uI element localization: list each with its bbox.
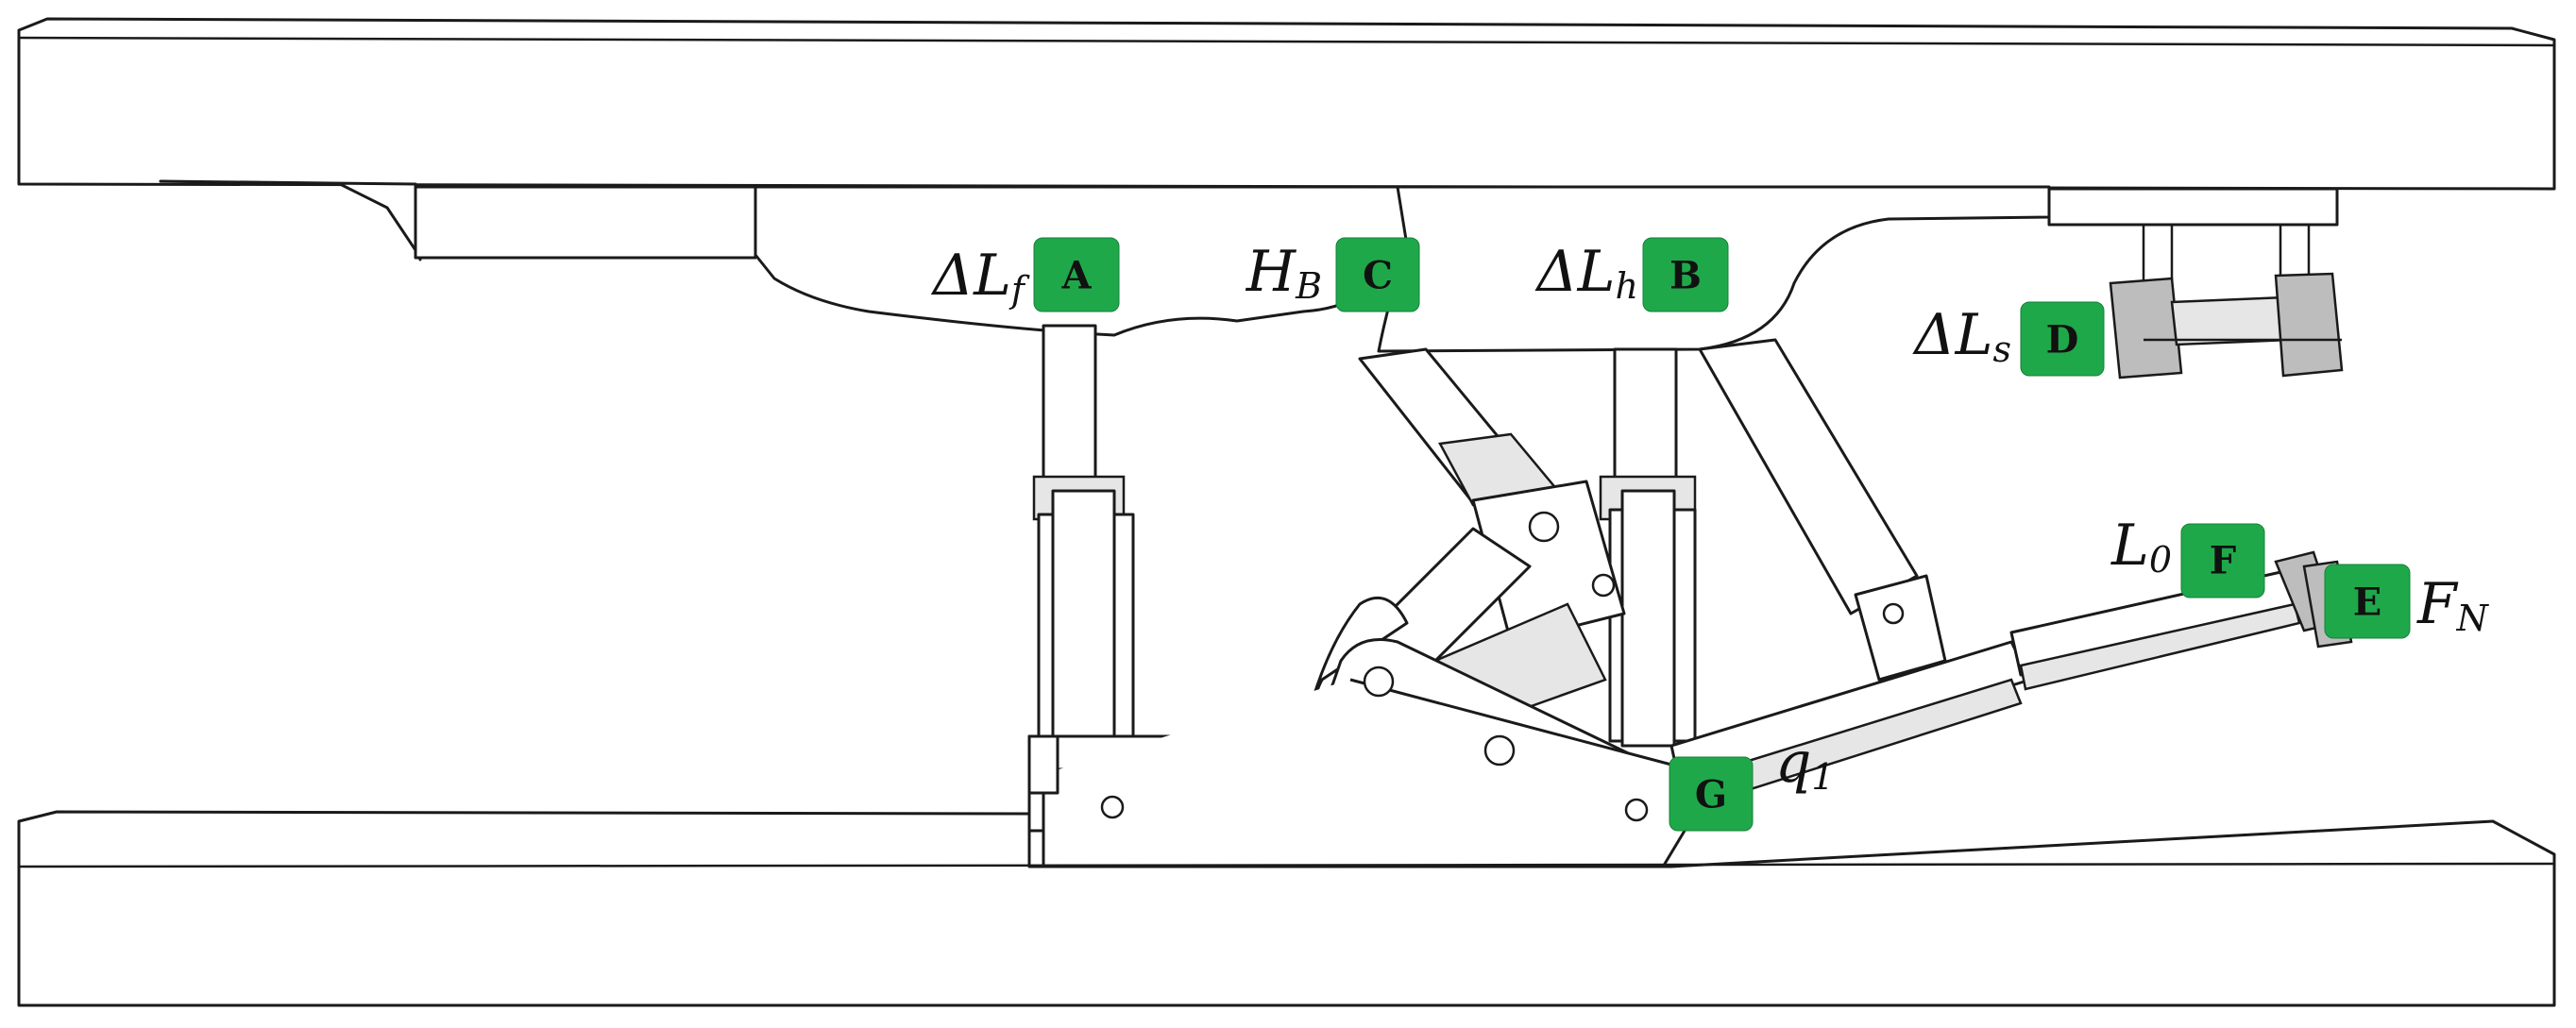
top-canopy	[17, 17, 2556, 353]
label-G-group: G q1	[1669, 730, 1835, 832]
label-A-variable: ΔLf	[931, 243, 1030, 311]
balance-strut	[1698, 338, 1947, 682]
label-B-group: ΔLh B	[1534, 237, 1729, 312]
label-E-variable: FN	[2416, 571, 2490, 639]
four-bar-linkage	[1358, 347, 1626, 729]
badge-A	[1033, 237, 1120, 312]
label-C-group: HB C	[1246, 237, 1420, 312]
badge-F-text: F	[2210, 539, 2236, 583]
badge-D-text: D	[2046, 318, 2079, 362]
label-A-group: ΔLf A	[931, 237, 1120, 312]
badge-B	[1642, 237, 1729, 312]
badge-E-text: E	[2353, 581, 2382, 625]
badge-B-text: B	[1669, 254, 1702, 298]
front-leg-cylinder	[1032, 324, 1135, 785]
rear-leg-cylinder	[1599, 347, 1697, 748]
label-G-variable: q1	[1775, 730, 1835, 798]
label-D-variable: ΔLs	[1912, 302, 2011, 370]
badge-E	[2324, 564, 2411, 639]
label-F-group: L0 F	[2110, 513, 2265, 598]
pushing-jack	[1669, 550, 2353, 804]
label-E-group: E FN	[2324, 564, 2490, 639]
badge-F	[2180, 523, 2265, 598]
badge-C	[1335, 237, 1420, 312]
badge-G	[1669, 756, 1754, 832]
side-guard-mechanism	[2109, 225, 2344, 379]
label-D-group: ΔLs D	[1912, 301, 2105, 377]
label-B-variable: ΔLh	[1534, 239, 1638, 307]
base-connecting-lever	[1027, 596, 1692, 870]
label-C-variable: HB	[1246, 239, 1322, 307]
label-F-variable: L0	[2110, 513, 2172, 581]
badge-A-text: A	[1060, 254, 1092, 298]
badge-D	[2020, 301, 2105, 377]
badge-G-text: G	[1695, 773, 1727, 817]
base-beam	[17, 810, 2556, 1007]
badge-C-text: C	[1363, 254, 1393, 298]
